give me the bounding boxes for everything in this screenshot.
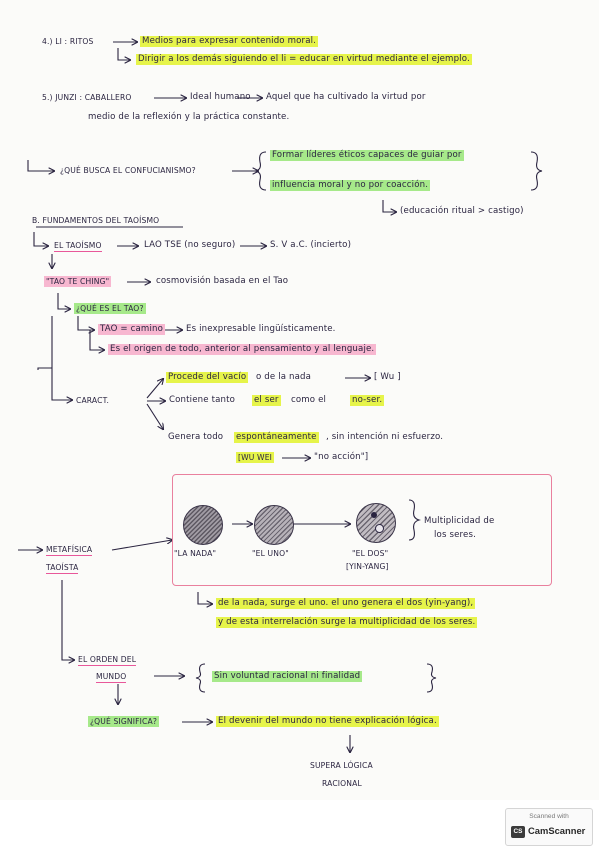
- multiplicidad-2: los seres.: [434, 530, 476, 540]
- scanned-with-caption: Scanned with: [529, 813, 569, 820]
- que-es-el-tao: ¿QUÉ ES EL TAO?: [74, 303, 146, 314]
- confucianism-note: (educación ritual > castigo): [400, 206, 524, 216]
- wu-wei: [WU WEI: [236, 452, 275, 463]
- tao-te-ching: "TAO TE CHING": [44, 276, 112, 287]
- mundo-label: MUNDO: [96, 672, 127, 683]
- nada-circle-icon: [183, 505, 223, 545]
- genera-c: , sin intención ni esfuerzo.: [326, 432, 444, 442]
- el-dos-label: "EL DOS": [352, 549, 389, 558]
- sec5-medio: medio de la reflexión y la práctica cons…: [88, 112, 290, 122]
- camscanner-brand: CamScanner: [528, 825, 586, 836]
- lao-tse: LAO TSE (no seguro): [144, 240, 236, 250]
- contiene-c: como el: [291, 395, 327, 405]
- wu: [ Wu ]: [374, 372, 401, 382]
- orden-del-label: EL ORDEN DEL: [78, 655, 137, 666]
- inexpresable: Es inexpresable lingüísticamente.: [186, 324, 336, 334]
- origen: Es el origen de todo, anterior al pensam…: [108, 344, 377, 355]
- racional: RACIONAL: [322, 779, 362, 788]
- metafisica-label: METAFÍSICA: [46, 545, 93, 556]
- yin-yang-tag: [YIN-YANG]: [346, 562, 389, 571]
- sec4-label: 4.) LI : RITOS: [42, 37, 94, 46]
- procede-a: Procede del vacío: [166, 372, 249, 383]
- taoista-label: TAOÍSTA: [46, 563, 79, 574]
- yin-yang-circle-icon: [356, 503, 396, 543]
- contiene-a: Contiene tanto: [169, 395, 236, 405]
- tao-camino: TAO = camino: [98, 324, 165, 335]
- no-accion: "no acción"]: [314, 452, 369, 462]
- genera-b: espontáneamente: [234, 432, 319, 443]
- cosmovision: cosmovisión basada en el Tao: [156, 276, 289, 286]
- caract-label: CARACT.: [76, 396, 110, 405]
- sec4-line-b: Dirigir a los demás siguiendo el li = ed…: [136, 54, 472, 65]
- camscanner-logo-icon: CS: [511, 826, 525, 838]
- sec5-aquel: Aquel que ha cultivado la virtud por: [266, 92, 426, 102]
- confucianism-answer-2: influencia moral y no por coacción.: [270, 180, 431, 191]
- procede-b: o de la nada: [256, 372, 312, 382]
- que-significa: ¿QUÉ SIGNIFICA?: [88, 716, 160, 727]
- multiplicidad-1: Multiplicidad de: [424, 516, 495, 526]
- confucianism-question: ¿QUÉ BUSCA EL CONFUCIANISMO?: [60, 166, 196, 175]
- el-uno-label: "EL UNO": [252, 549, 289, 558]
- sec5-label: 5.) JUNZI : CABALLERO: [42, 93, 132, 102]
- contiene-b: el ser: [252, 395, 281, 406]
- section-b-title: B. FUNDAMENTOS DEL TAOÍSMO: [32, 216, 160, 225]
- century: S. V a.C. (incierto): [270, 240, 352, 250]
- confucianism-answer-1: Formar líderes éticos capaces de guiar p…: [270, 150, 464, 161]
- la-nada-label: "LA NADA": [174, 549, 217, 558]
- metaphysics-diagram-box: [172, 474, 552, 586]
- devenir: El devenir del mundo no tiene explicació…: [216, 716, 439, 727]
- sec4-line-a: Medios para expresar contenido moral.: [140, 36, 319, 47]
- genera-a: Genera todo: [168, 432, 224, 442]
- contiene-d: no-ser.: [350, 395, 385, 406]
- sin-voluntad: Sin voluntad racional ni finalidad: [212, 671, 363, 682]
- uno-circle-icon: [254, 505, 294, 545]
- camscanner-badge: Scanned with CS CamScanner: [505, 808, 593, 846]
- surge-line-1: de la nada, surge el uno. el uno genera …: [216, 598, 476, 609]
- surge-line-2: y de esta interrelación surge la multipl…: [216, 617, 478, 628]
- taoismo-label: EL TAOÍSMO: [54, 241, 102, 252]
- supera-logica: SUPERA LÓGICA: [310, 761, 373, 770]
- notebook-page: [0, 0, 599, 800]
- sec5-ideal: Ideal humano: [190, 92, 251, 102]
